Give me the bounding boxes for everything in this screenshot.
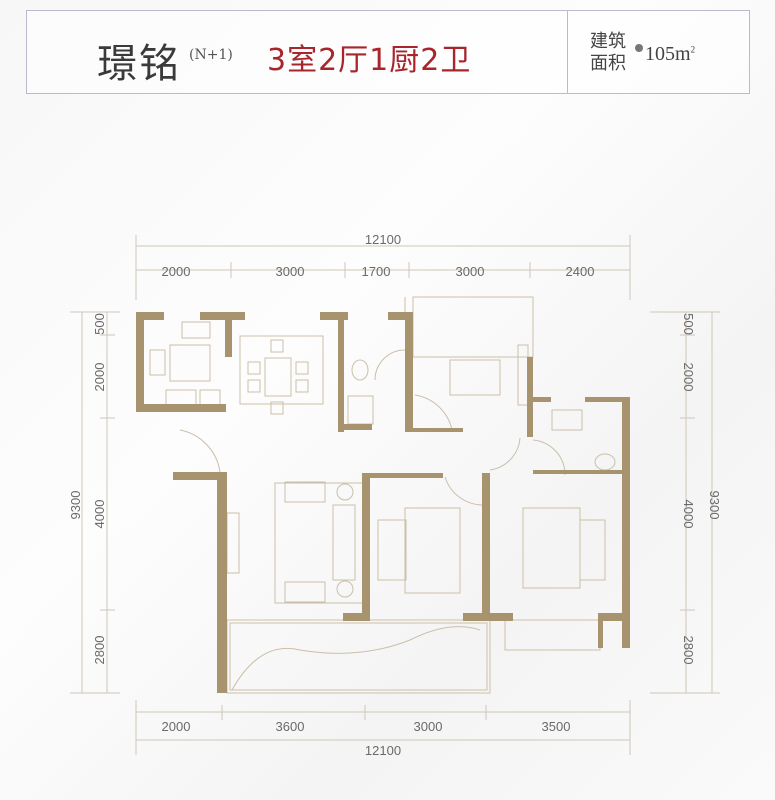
dim-top: 3000 xyxy=(456,264,485,279)
stove xyxy=(149,349,166,376)
wall-segment xyxy=(362,473,370,621)
wall-segment xyxy=(136,312,144,412)
wall-segment xyxy=(388,312,413,320)
dim-top: 1700 xyxy=(362,264,391,279)
area-value: 105m2 xyxy=(645,43,695,66)
second-bed xyxy=(522,507,581,589)
bath-sink xyxy=(347,395,374,425)
dim-bottom-total: 12100 xyxy=(365,743,401,758)
wall-segment xyxy=(136,404,226,412)
wall-segment xyxy=(530,397,551,402)
balcony-rail xyxy=(229,622,488,691)
dim-right: 500 xyxy=(681,313,696,335)
dim-left: 2000 xyxy=(92,363,107,392)
sofa-chair xyxy=(284,481,326,503)
wall-segment xyxy=(344,424,372,430)
wall-segment xyxy=(463,613,513,621)
dim-left: 500 xyxy=(92,313,107,335)
header-box: 璟铭 (N+1) 3室2厅1厨2卫 建筑面积 105m2 xyxy=(26,10,750,94)
bedroom-door-swing xyxy=(444,476,483,506)
dining-table xyxy=(264,357,292,397)
wall-segment xyxy=(405,312,413,432)
dim-left: 4000 xyxy=(92,500,107,529)
kitchen-sink xyxy=(181,321,211,339)
study-door-swing xyxy=(414,394,453,431)
dining-area xyxy=(239,335,324,405)
dim-right: 4000 xyxy=(681,500,696,529)
wall-segment xyxy=(362,473,443,478)
wall-segment xyxy=(136,312,164,320)
dim-right-total: 9300 xyxy=(707,491,722,520)
entry-door-swing xyxy=(179,429,221,473)
bedroom2-door-swing xyxy=(489,437,521,471)
wall-segment xyxy=(533,470,622,474)
study-desk xyxy=(449,359,501,396)
dimension-labels: 12100 2000 3000 1700 3000 2400 2000 3600… xyxy=(68,232,722,758)
toilet xyxy=(351,359,369,381)
wall-segment xyxy=(225,312,232,357)
wall-segment xyxy=(320,312,348,320)
wall-segment xyxy=(338,312,344,432)
approx-circle-icon xyxy=(635,44,643,52)
dim-bottom: 3600 xyxy=(276,719,305,734)
bath2-door-swing xyxy=(532,439,566,476)
wall-segment xyxy=(598,613,603,648)
walls xyxy=(136,312,630,693)
sofa-chair xyxy=(284,581,326,603)
toilet xyxy=(594,453,616,471)
dim-right: 2800 xyxy=(681,636,696,665)
wall-segment xyxy=(622,397,630,648)
master-bed xyxy=(404,507,461,594)
wall-segment xyxy=(343,613,370,621)
wall-segment xyxy=(413,428,463,432)
header-divider xyxy=(567,11,568,93)
unit-name: 璟铭 xyxy=(97,41,181,87)
wall-segment xyxy=(598,613,630,621)
dim-bottom: 3000 xyxy=(414,719,443,734)
wall-segment xyxy=(217,472,227,693)
dim-top: 3000 xyxy=(276,264,305,279)
dim-right: 2000 xyxy=(681,363,696,392)
room-layout: 3室2厅1厨2卫 xyxy=(267,43,472,78)
planter-outline xyxy=(231,626,481,691)
wall-segment xyxy=(173,472,227,480)
dim-top-total: 12100 xyxy=(365,232,401,247)
sofa xyxy=(332,504,356,581)
wall-segment xyxy=(200,312,245,320)
wall-segment xyxy=(585,397,630,402)
area-unit-sup: 2 xyxy=(690,44,696,55)
tv-cabinet xyxy=(226,512,240,574)
dim-left-total: 9300 xyxy=(68,491,83,520)
fixtures xyxy=(149,296,616,694)
dim-bottom: 3500 xyxy=(542,719,571,734)
unit-variant: (N+1) xyxy=(189,47,233,63)
area-label: 建筑面积 xyxy=(590,31,626,74)
bath-door-swing xyxy=(374,349,406,381)
dim-left: 2800 xyxy=(92,636,107,665)
area-number: 105m xyxy=(645,43,691,65)
dim-top: 2400 xyxy=(566,264,595,279)
balcony-outline xyxy=(226,619,491,694)
dim-bottom: 2000 xyxy=(162,719,191,734)
bay-window xyxy=(412,296,534,358)
kitchen-counter xyxy=(169,344,211,382)
study-shelf xyxy=(517,344,529,406)
balcony-small xyxy=(504,619,601,651)
wall-segment xyxy=(482,473,490,621)
bath-sink xyxy=(551,409,583,431)
dimension-lines xyxy=(70,235,720,755)
dim-top: 2000 xyxy=(162,264,191,279)
